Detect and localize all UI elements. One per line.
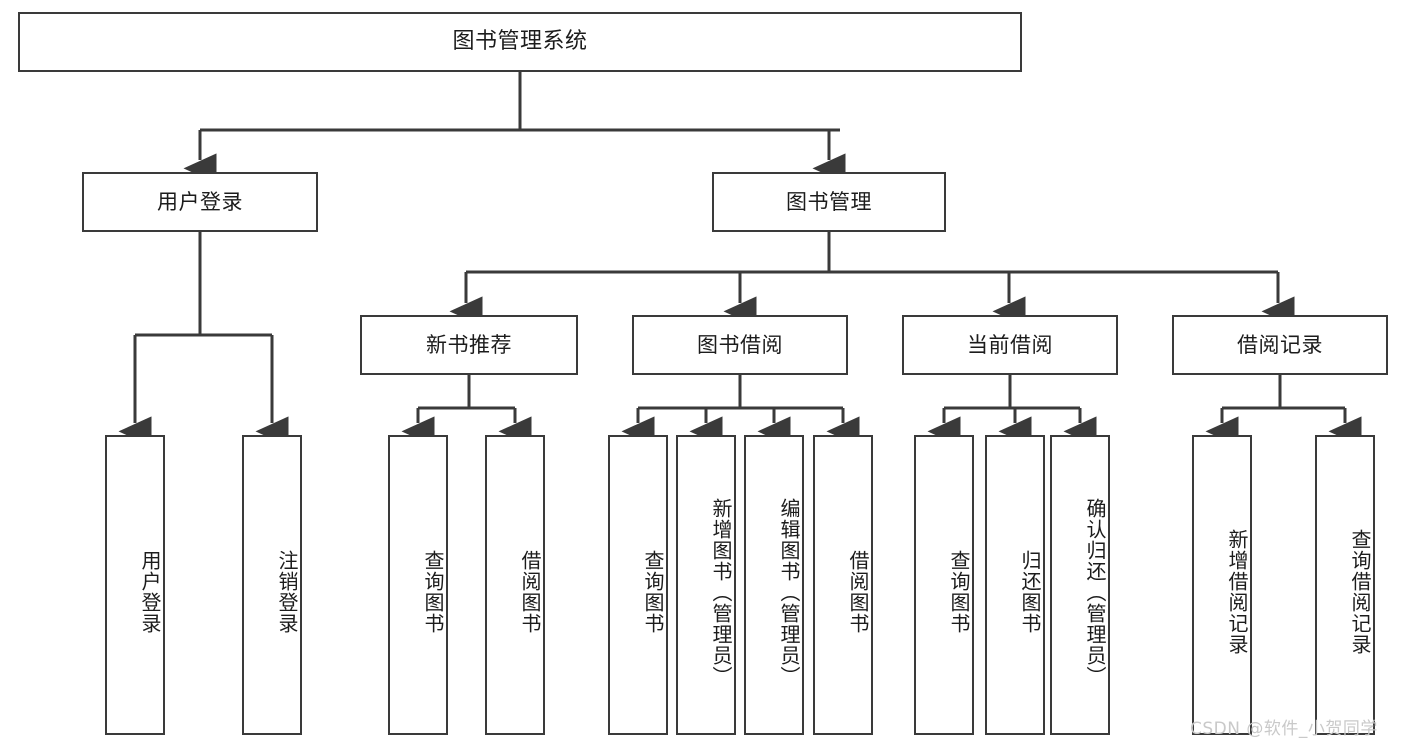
leaf-user-login-label: 用户登录	[138, 550, 162, 634]
leaf-add-book-admin[interactable]: 新增图书（管理员）	[676, 435, 736, 735]
node-root-label: 图书管理系统	[452, 29, 588, 55]
leaf-query-book-borrow[interactable]: 查询图书	[608, 435, 668, 735]
node-current-borrow-label: 当前借阅	[967, 332, 1053, 357]
leaf-add-borrow-record[interactable]: 新增借阅记录	[1192, 435, 1252, 735]
leaf-edit-book-admin-label: 编辑图书（管理员）	[777, 497, 801, 687]
csdn-watermark: CSDN @软件_小贺同学	[1190, 719, 1378, 739]
leaf-query-book-current[interactable]: 查询图书	[914, 435, 974, 735]
leaf-borrow-book-recommend[interactable]: 借阅图书	[485, 435, 545, 735]
leaf-add-book-admin-label: 新增图书（管理员）	[709, 497, 733, 687]
leaf-query-book-current-label: 查询图书	[947, 550, 971, 634]
node-current-borrow[interactable]: 当前借阅	[902, 315, 1118, 375]
leaf-edit-book-admin[interactable]: 编辑图书（管理员）	[744, 435, 804, 735]
leaf-borrow-book-label: 借阅图书	[846, 550, 870, 634]
leaf-query-book-recommend-label: 查询图书	[421, 550, 445, 634]
node-borrow-record-label: 借阅记录	[1237, 332, 1323, 357]
node-book-borrow[interactable]: 图书借阅	[632, 315, 848, 375]
leaf-confirm-return-admin[interactable]: 确认归还（管理员）	[1050, 435, 1110, 735]
leaf-add-borrow-record-label: 新增借阅记录	[1225, 529, 1249, 655]
node-user-login-label: 用户登录	[157, 189, 243, 214]
leaf-return-book-label: 归还图书	[1018, 550, 1042, 634]
leaf-logout-label: 注销登录	[275, 550, 299, 634]
leaf-query-book-borrow-label: 查询图书	[641, 550, 665, 634]
leaf-query-borrow-record[interactable]: 查询借阅记录	[1315, 435, 1375, 735]
node-book-management[interactable]: 图书管理	[712, 172, 946, 232]
leaf-user-login[interactable]: 用户登录	[105, 435, 165, 735]
leaf-borrow-book[interactable]: 借阅图书	[813, 435, 873, 735]
leaf-logout[interactable]: 注销登录	[242, 435, 302, 735]
node-borrow-record[interactable]: 借阅记录	[1172, 315, 1388, 375]
node-book-management-label: 图书管理	[786, 189, 872, 214]
node-book-borrow-label: 图书借阅	[697, 332, 783, 357]
leaf-query-borrow-record-label: 查询借阅记录	[1348, 529, 1372, 655]
node-user-login[interactable]: 用户登录	[82, 172, 318, 232]
leaf-borrow-book-recommend-label: 借阅图书	[518, 550, 542, 634]
leaf-query-book-recommend[interactable]: 查询图书	[388, 435, 448, 735]
leaf-confirm-return-admin-label: 确认归还（管理员）	[1083, 497, 1107, 687]
node-root[interactable]: 图书管理系统	[18, 12, 1022, 72]
node-new-book-recommend-label: 新书推荐	[426, 332, 512, 357]
leaf-return-book[interactable]: 归还图书	[985, 435, 1045, 735]
node-new-book-recommend[interactable]: 新书推荐	[360, 315, 578, 375]
